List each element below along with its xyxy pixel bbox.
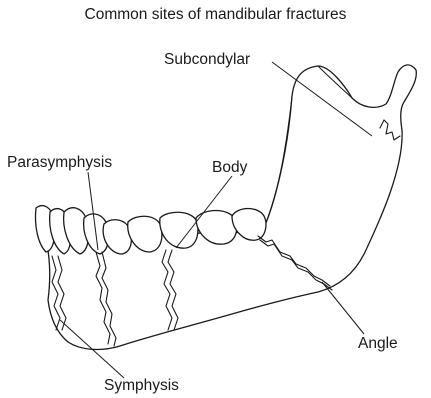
label-symphysis: Symphysis [104,378,179,394]
label-subcondylar: Subcondylar [164,52,250,68]
label-body: Body [212,160,247,176]
angle-leader [322,282,364,334]
label-parasymphysis: Parasymphysis [7,155,112,171]
mandible-outline [46,65,416,350]
label-angle: Angle [358,336,398,352]
